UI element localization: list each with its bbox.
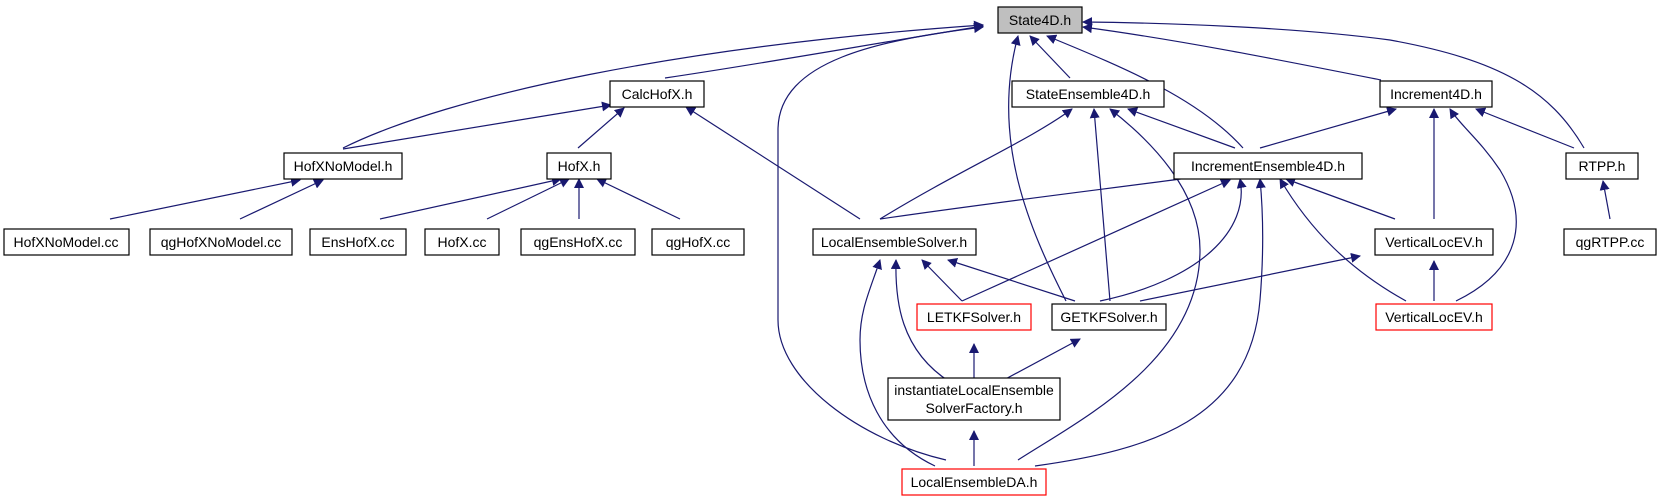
edge-hofxcc-to-hofx — [486, 178, 570, 220]
edge-enshofxcc-to-hofx — [379, 176, 562, 220]
edge-qgrtppcc-to-rtpp — [1599, 180, 1611, 220]
node-hofxnomodel-cc[interactable]: HofXNoModel.cc — [3, 228, 130, 256]
node-label: HofX.cc — [437, 234, 486, 250]
node-localensembleda[interactable]: LocalEnsembleDA.h — [901, 468, 1047, 496]
node-qgrtpp-cc[interactable]: qgRTPP.cc — [1563, 228, 1657, 256]
node-verticallocev-h[interactable]: VerticalLocEV.h — [1374, 228, 1494, 256]
node-stateensemble4d[interactable]: StateEnsemble4D.h — [1011, 80, 1165, 108]
edge-increment4d-to-state4d — [1082, 23, 1382, 81]
node-qghofxnomodel-cc[interactable]: qgHofXNoModel.cc — [149, 228, 293, 256]
node-hofx-h[interactable]: HofX.h — [546, 152, 612, 180]
edge-verticallocevred-to-incrementensemble4d — [1279, 178, 1407, 302]
node-state4d[interactable]: State4D.h — [997, 6, 1083, 34]
node-label: qgEnsHofX.cc — [534, 234, 623, 250]
edge-getkfsolver-to-verticallocev — [1139, 252, 1361, 302]
node-label: CalcHofX.h — [622, 86, 693, 102]
node-incrementensemble4d[interactable]: IncrementEnsemble4D.h — [1173, 152, 1363, 180]
node-label: LocalEnsembleSolver.h — [821, 234, 967, 250]
node-localensemblesolver[interactable]: LocalEnsembleSolver.h — [812, 228, 977, 256]
node-label: RTPP.h — [1579, 158, 1626, 174]
node-label: LocalEnsembleDA.h — [911, 474, 1038, 490]
edge-getkfsolver-to-localensemblesolver — [947, 258, 1076, 302]
edge-getkfsolver-to-incrementensemble4d — [1099, 178, 1247, 302]
node-label: IncrementEnsemble4D.h — [1191, 158, 1345, 174]
node-label: HofXNoModel.h — [294, 158, 393, 174]
node-label: EnsHofX.cc — [321, 234, 394, 250]
edge-getkfsolver-to-state4d — [1007, 35, 1067, 302]
edge-verticallocev-to-incrementensemble4d — [1285, 177, 1396, 220]
node-qgenshofx-cc[interactable]: qgEnsHofX.cc — [520, 228, 636, 256]
node-label: VerticalLocEV.h — [1385, 234, 1483, 250]
node-instantiate[interactable]: instantiateLocalEnsemble SolverFactory.h — [887, 377, 1061, 421]
node-label: State4D.h — [1009, 12, 1071, 28]
edge-verticallocevred-to-increment4d — [1449, 108, 1517, 302]
edge-localensembleda-to-incrementensemble4d — [1034, 178, 1266, 467]
node-verticallocev-red[interactable]: VerticalLocEV.h — [1375, 303, 1493, 331]
edge-rtpp-to-increment4d — [1475, 107, 1575, 149]
edge-hofx-to-calchofx — [577, 107, 625, 149]
edge-incrementensemble4d-to-increment4d — [1259, 106, 1397, 149]
nodes-layer: State4D.h CalcHofX.h StateEnsemble4D.h I… — [3, 6, 1657, 496]
edge-stateensemble4d-to-state4d — [1029, 35, 1071, 79]
node-hofx-cc[interactable]: HofX.cc — [424, 228, 500, 256]
edge-localensembleda-to-state4d — [777, 23, 984, 461]
node-getkfsolver[interactable]: GETKFSolver.h — [1051, 303, 1167, 331]
edge-qghofxnomodelcc-to-hofxnomodel — [239, 179, 324, 220]
node-qghofx-cc[interactable]: qgHofX.cc — [651, 228, 745, 256]
edge-localensembleda-to-localensemblesolver — [859, 259, 936, 467]
node-label-line1: instantiateLocalEnsemble — [894, 382, 1054, 398]
node-rtpp-h[interactable]: RTPP.h — [1565, 152, 1639, 180]
node-label: HofX.h — [558, 158, 601, 174]
edge-hofxnomodel-to-calchofx — [342, 101, 612, 150]
node-letkfsolver[interactable]: LETKFSolver.h — [916, 303, 1032, 331]
node-increment4d[interactable]: Increment4D.h — [1379, 80, 1493, 108]
edge-instantiate-to-localensemblesolver — [890, 259, 951, 383]
edge-rtpp-to-state4d — [1082, 17, 1585, 149]
node-label: StateEnsemble4D.h — [1026, 86, 1151, 102]
edge-getkfsolver-to-stateensemble4d — [1089, 108, 1111, 302]
edge-hofxnomodel-to-state4d — [342, 20, 984, 149]
edge-localensemblesolver-to-calchofx — [685, 106, 861, 220]
node-enshofx-cc[interactable]: EnsHofX.cc — [309, 228, 407, 256]
node-label-line2: SolverFactory.h — [926, 400, 1023, 416]
edges-layer — [109, 17, 1611, 467]
node-label: qgHofXNoModel.cc — [161, 234, 282, 250]
node-label: qgHofX.cc — [666, 234, 731, 250]
edge-hofxnomodelcc-to-hofxnomodel — [109, 176, 301, 220]
node-label: HofXNoModel.cc — [13, 234, 118, 250]
node-label: VerticalLocEV.h — [1385, 309, 1483, 325]
node-label: qgRTPP.cc — [1576, 234, 1645, 250]
node-label: LETKFSolver.h — [927, 309, 1021, 325]
edge-letkfsolver-to-incrementensemble4d — [961, 179, 1231, 302]
node-label: Increment4D.h — [1390, 86, 1482, 102]
edge-localensembleda-to-stateensemble4d — [1017, 108, 1201, 461]
node-label: GETKFSolver.h — [1060, 309, 1157, 325]
edge-incrementensemble4d-to-stateensemble4d — [1127, 107, 1236, 149]
edge-letkfsolver-to-localensemblesolver — [921, 259, 963, 302]
node-hofxnomodel-h[interactable]: HofXNoModel.h — [283, 152, 403, 180]
node-calchofx[interactable]: CalcHofX.h — [609, 80, 705, 108]
edge-instantiate-to-getkfsolver — [999, 338, 1081, 383]
edge-localensemblesolver-to-stateensemble4d — [879, 108, 1073, 220]
edge-qghofxcc-to-hofx — [596, 178, 681, 220]
